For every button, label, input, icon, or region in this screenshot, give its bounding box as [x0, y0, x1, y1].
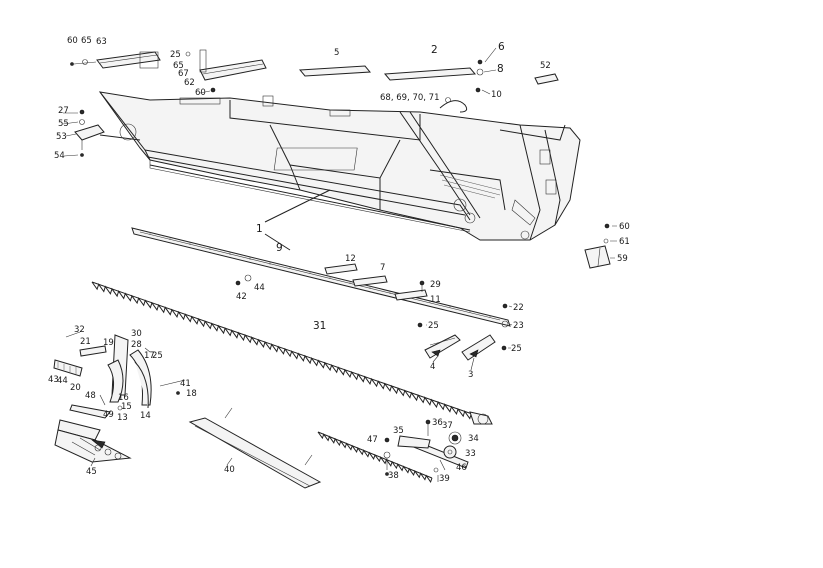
- callout-34: 34: [468, 434, 479, 444]
- callout-41: 41: [180, 379, 191, 389]
- callout-45: 45: [86, 467, 97, 477]
- callout-3: 3: [468, 370, 473, 380]
- callout-5: 5: [334, 48, 339, 58]
- shield-40: [188, 407, 322, 489]
- part-52-plate: [534, 73, 559, 85]
- callout-31: 31: [313, 320, 326, 332]
- callout-65: 65: [173, 61, 184, 71]
- part-53-latch: [74, 109, 141, 157]
- callout-54: 54: [54, 151, 65, 161]
- callout-47: 47: [367, 435, 378, 445]
- part-68-spring: [439, 97, 468, 113]
- callout-63: 63: [96, 37, 107, 47]
- callout-25: 25: [428, 321, 439, 331]
- callout-1: 1: [256, 223, 263, 235]
- callout-49: 49: [103, 410, 114, 420]
- callout-48: 48: [85, 391, 96, 401]
- callout-25: 25: [152, 351, 163, 361]
- callout-21: 21: [80, 337, 91, 347]
- callout-9: 9: [276, 242, 283, 254]
- callout-13: 13: [117, 413, 128, 423]
- callout-60: 60: [67, 36, 78, 46]
- callout-53: 53: [56, 132, 67, 142]
- part-5-plate: [298, 65, 372, 77]
- header-frame: [98, 91, 581, 241]
- callout-52: 52: [540, 61, 551, 71]
- callout-44: 44: [57, 376, 68, 386]
- part-63-bracket: [70, 51, 161, 69]
- callout-61: 61: [619, 237, 630, 247]
- callout-35: 35: [393, 426, 404, 436]
- knife-drive-assembly: [317, 419, 469, 483]
- callout-19: 19: [103, 338, 114, 348]
- part-59-bracket: [584, 223, 611, 269]
- part-7-clip: [352, 275, 388, 287]
- callout-22: 22: [513, 303, 524, 313]
- callout-14: 14: [140, 411, 151, 421]
- callout-43: 43: [48, 375, 59, 385]
- guard-4: [424, 334, 461, 359]
- callout-25: 25: [511, 344, 522, 354]
- callout-37: 37: [442, 421, 453, 431]
- callout-39: 39: [439, 474, 450, 484]
- callout-68-71: 68, 69, 70, 71: [380, 93, 439, 103]
- callout-6: 6: [498, 41, 505, 53]
- callout-62: 62: [184, 78, 195, 88]
- callout-38: 38: [388, 471, 399, 481]
- callout-18: 18: [186, 389, 197, 399]
- callout-32: 32: [74, 325, 85, 335]
- callout-36: 36: [432, 418, 443, 428]
- callout-40: 40: [224, 465, 235, 475]
- callout-59: 59: [617, 254, 628, 264]
- callout-7: 7: [380, 263, 385, 273]
- callout-15: 15: [121, 402, 132, 412]
- callout-2: 2: [431, 44, 438, 56]
- callout-11: 11: [430, 295, 441, 305]
- callout-16: 16: [118, 393, 129, 403]
- knife-bar-9: [131, 227, 511, 327]
- part-12-clip: [324, 263, 358, 275]
- part-22-23-25-bolts: [417, 303, 509, 351]
- callout-8: 8: [497, 63, 504, 75]
- callout-10: 10: [491, 90, 502, 100]
- callout-46: 46: [456, 463, 467, 473]
- part-62-67-bracket: [185, 49, 267, 93]
- callout-28: 28: [131, 340, 142, 350]
- callout-60: 60: [619, 222, 630, 232]
- callout-labels: 60 65 63 25 65 67 62 60 5 2 6 8 52 10 68…: [48, 36, 630, 484]
- callout-25: 25: [170, 50, 181, 60]
- guard-3: [461, 334, 496, 361]
- callout-30: 30: [131, 329, 142, 339]
- callout-42: 42: [236, 292, 247, 302]
- callout-20: 20: [70, 383, 81, 393]
- part-11-plate: [394, 280, 428, 301]
- callout-65: 65: [81, 36, 92, 46]
- part-2-plate: [383, 59, 484, 93]
- callout-44: 44: [254, 283, 265, 293]
- callout-67: 67: [178, 69, 189, 79]
- part-42-44-bolt: [235, 274, 252, 286]
- callout-23: 23: [513, 321, 524, 331]
- callout-33: 33: [465, 449, 476, 459]
- divider-assembly: [53, 331, 186, 463]
- callout-17: 17: [144, 351, 155, 361]
- callout-29: 29: [430, 280, 441, 290]
- knife-section-31: [91, 281, 493, 425]
- leader-lines: [62, 47, 617, 467]
- callout-12: 12: [345, 254, 356, 264]
- callout-27: 27: [58, 106, 69, 116]
- callout-4: 4: [430, 362, 435, 372]
